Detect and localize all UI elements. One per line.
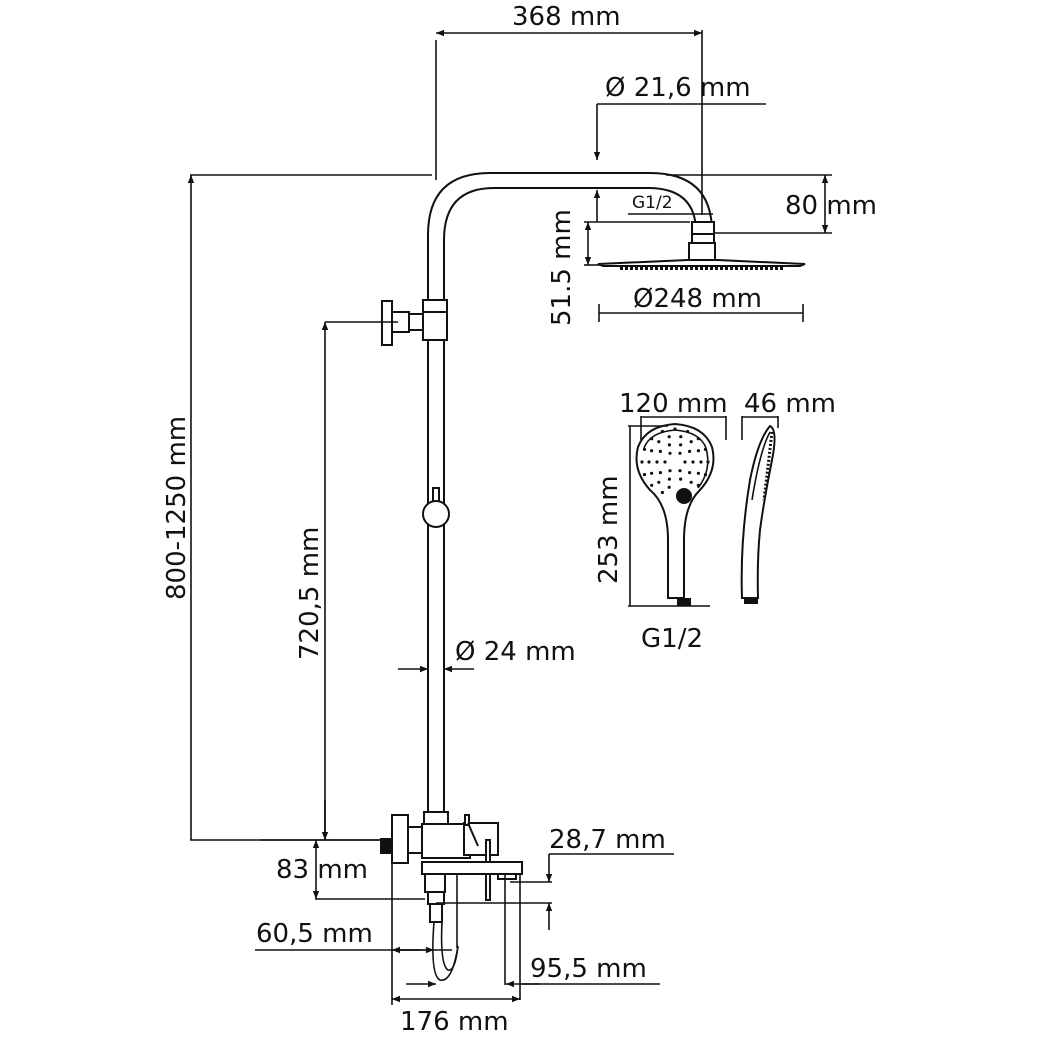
nozzle-dot	[703, 473, 708, 477]
label-head-height: 51.5 mm	[547, 209, 577, 326]
nozzle-dot	[679, 443, 683, 447]
nozzle-dot	[642, 447, 647, 451]
nozzle-dot	[658, 449, 663, 453]
label-handshower-depth: 46 mm	[744, 389, 836, 419]
label-spout-projection: 95,5 mm	[530, 954, 647, 984]
riser-and-arm	[427, 172, 713, 820]
label-arm-length: 368 mm	[512, 2, 621, 32]
spray-nozzles	[640, 427, 710, 495]
label-rail-diameter: Ø 24 mm	[455, 637, 576, 667]
dim-arm-diameter: Ø 21,6 mm	[593, 73, 766, 222]
dim-hose-offset: 60,5 mm	[255, 919, 452, 954]
nozzle-dot	[655, 460, 659, 464]
nozzle-dot	[689, 440, 693, 444]
dim-rail-diameter: Ø 24 mm	[398, 637, 576, 673]
nozzle-dot	[703, 447, 708, 451]
dim-spout-height: 28,7 mm	[436, 825, 674, 930]
upper-wall-bracket	[381, 299, 448, 346]
nozzle-dot	[673, 427, 677, 431]
dim-handshower-width: 120 mm	[619, 389, 728, 440]
nozzle-dot	[667, 443, 672, 447]
rain-shower-head	[597, 221, 806, 270]
nozzle-dot	[706, 460, 710, 464]
dim-spout-projection: 95,5 mm	[406, 874, 660, 1000]
label-head-drop: 80 mm	[785, 191, 877, 221]
nozzle-dot	[678, 469, 682, 473]
nozzle-dot	[668, 469, 672, 473]
slider-knob	[422, 487, 450, 528]
nozzle-dot	[657, 480, 661, 484]
hand-shower-front	[635, 422, 715, 606]
label-head-thread: G1/2	[632, 193, 673, 213]
nozzle-dot	[679, 435, 683, 439]
dim-handshower-depth: 46 mm	[741, 389, 836, 440]
label-handshower-thread: G1/2	[641, 624, 703, 654]
label-head-diameter: Ø248 mm	[633, 284, 762, 314]
label-spout-height: 28,7 mm	[549, 825, 666, 855]
label-handshower-length: 253 mm	[594, 475, 624, 584]
nozzle-dot	[650, 471, 654, 475]
nozzle-dot	[647, 460, 651, 464]
nozzle-dot	[667, 485, 671, 489]
nozzle-dot	[642, 473, 647, 477]
nozzle-dot	[640, 460, 644, 464]
nozzle-dot	[688, 449, 692, 453]
nozzle-dot	[663, 460, 667, 464]
label-mixer-depth: 176 mm	[400, 1007, 509, 1037]
nozzle-dot	[658, 471, 663, 475]
nozzle-dot	[683, 460, 687, 464]
nozzle-dot	[696, 449, 701, 453]
label-hose-offset: 60,5 mm	[256, 919, 373, 949]
nozzle-dot	[696, 483, 700, 487]
nozzle-dot	[691, 460, 695, 464]
nozzle-dot	[668, 451, 672, 455]
nozzle-dot	[660, 490, 665, 495]
dim-outlet-offset: 83 mm	[260, 800, 425, 900]
hand-shower-side	[740, 424, 776, 604]
nozzle-dot	[667, 477, 672, 481]
label-total-height: 800-1250 mm	[162, 416, 192, 600]
nozzle-dot	[657, 440, 661, 444]
nozzle-dot	[689, 480, 693, 484]
dim-holder-height: 720,5 mm	[295, 321, 398, 840]
nozzle-dot	[686, 429, 690, 434]
nozzle-dot	[699, 460, 703, 464]
dim-head-thread: G1/2	[628, 193, 713, 215]
dim-mixer-depth: 176 mm	[391, 863, 520, 1037]
dim-head-diameter: Ø248 mm	[598, 284, 804, 322]
nozzle-dot	[696, 471, 701, 475]
dim-head-height: 51.5 mm	[547, 209, 690, 326]
label-handshower-width: 120 mm	[619, 389, 728, 419]
label-holder-height: 720,5 mm	[295, 527, 325, 660]
nozzle-dot	[650, 483, 654, 487]
nozzle-dot	[688, 471, 692, 475]
nozzle-dot	[678, 451, 682, 455]
nozzle-dot	[667, 435, 671, 439]
nozzle-dot	[660, 429, 665, 434]
label-arm-diameter: Ø 21,6 mm	[605, 73, 751, 103]
nozzle-dot	[650, 437, 654, 441]
nozzle-dot	[650, 449, 654, 453]
nozzle-dot	[679, 477, 683, 481]
nozzle-dot	[696, 437, 700, 441]
dim-handshower-length: 253 mm	[594, 425, 710, 607]
dim-arm-length: 368 mm	[435, 2, 703, 215]
dim-total-height: 800-1250 mm	[162, 174, 432, 841]
dim-head-drop: 80 mm	[666, 174, 877, 234]
mixer-body	[380, 811, 523, 981]
label-outlet-offset: 83 mm	[276, 855, 368, 885]
